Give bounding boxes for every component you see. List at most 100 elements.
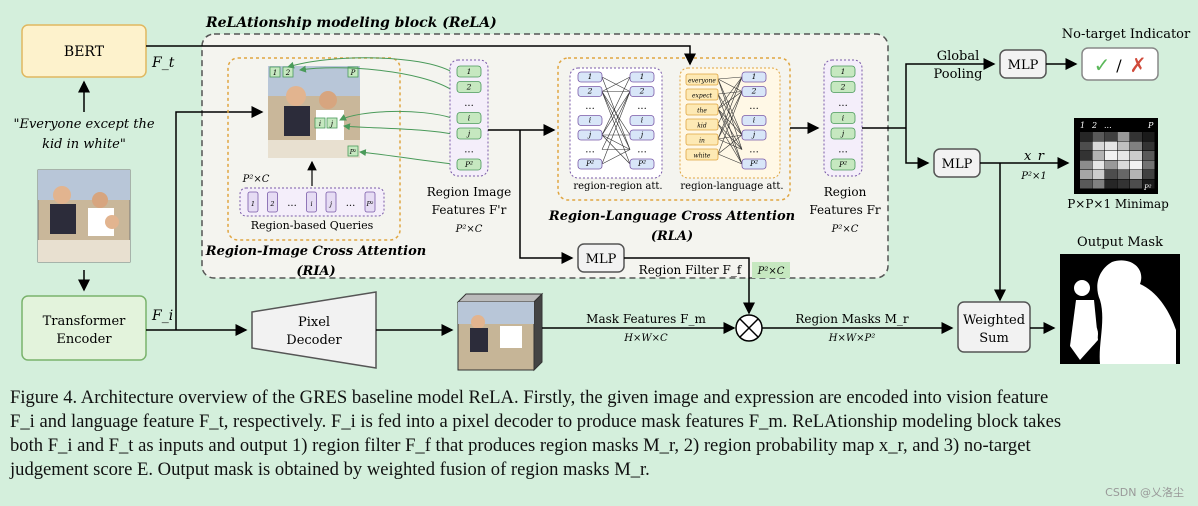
rf-label-1: Region bbox=[824, 185, 867, 199]
rr-right-token bbox=[629, 129, 655, 141]
query-ellipsis: ... bbox=[346, 198, 356, 209]
caption-line-1: Figure 4. Architecture overview of the G… bbox=[10, 387, 1049, 408]
rl-right-token bbox=[741, 158, 767, 170]
rl-right-token bbox=[741, 115, 767, 126]
rl-right-token-label: 1 bbox=[752, 72, 757, 81]
figure-caption: Figure 4. Architecture overview of the G… bbox=[10, 386, 1190, 482]
minimap-cell bbox=[1092, 151, 1105, 160]
rr-right-token bbox=[629, 158, 655, 170]
rr-left-token-label: i bbox=[589, 116, 592, 125]
minimap-cell bbox=[1092, 132, 1105, 141]
svg-text:j: j bbox=[329, 120, 334, 128]
rl-right-token bbox=[741, 71, 767, 83]
rr-right-ellipsis: ... bbox=[637, 145, 647, 156]
xr-label: x_r bbox=[1024, 149, 1045, 164]
rr-right-token-label: i bbox=[641, 116, 644, 125]
minimap-cell bbox=[1080, 160, 1092, 170]
rf-token-label: 2 bbox=[840, 83, 846, 92]
no-target-box bbox=[1081, 47, 1159, 81]
rr-left-token bbox=[577, 129, 603, 141]
attention-arrows bbox=[287, 57, 453, 165]
region-image-features: 12...ij...P² bbox=[456, 65, 482, 171]
rr-left-ellipsis: ... bbox=[585, 145, 595, 156]
region-masks-label: Region Masks M_r bbox=[795, 312, 909, 326]
rla-box bbox=[557, 57, 791, 201]
svg-text:1: 1 bbox=[273, 69, 277, 77]
minimap-cell bbox=[1142, 151, 1155, 160]
no-target-title: No-target Indicator bbox=[1062, 27, 1191, 42]
minimap-cell bbox=[1142, 170, 1155, 179]
svg-text:i: i bbox=[319, 120, 321, 128]
rr-left-token bbox=[577, 115, 603, 126]
watermark: CSDN @乂洛尘 bbox=[1105, 486, 1184, 499]
architecture-diagram: ReLAtionship modeling block (ReLA) BERT … bbox=[13, 15, 1191, 372]
rr-right-token-label: 2 bbox=[639, 87, 645, 96]
query-token-label: 2 bbox=[269, 200, 274, 208]
minimap-cell bbox=[1130, 179, 1142, 189]
query-token bbox=[364, 191, 376, 213]
query-token bbox=[325, 191, 337, 213]
fi-label: F_i bbox=[151, 308, 173, 324]
ria-title-1: Region-Image Cross Attention bbox=[205, 244, 426, 259]
rf-token-label: P² bbox=[838, 160, 847, 169]
minimap-cell bbox=[1105, 141, 1117, 151]
minimap-cell bbox=[1117, 170, 1130, 179]
rl-right-token-label: P² bbox=[749, 159, 758, 168]
minimap-cell bbox=[1130, 141, 1142, 151]
global-pooling-2: Pooling bbox=[934, 67, 983, 82]
minimap-cell bbox=[1117, 160, 1130, 170]
rf-token-label: j bbox=[840, 129, 845, 138]
minimap-cell bbox=[1142, 160, 1155, 170]
rl-right-ellipsis: ... bbox=[749, 101, 759, 112]
rf-ellipsis: ... bbox=[838, 98, 848, 109]
word-token bbox=[685, 88, 719, 101]
rif-token-label: 2 bbox=[466, 83, 472, 92]
output-mask-title: Output Mask bbox=[1077, 235, 1163, 250]
xr-dim: P²×1 bbox=[1020, 171, 1046, 182]
minimap-cell bbox=[1080, 170, 1092, 179]
minimap-cell bbox=[1130, 170, 1142, 179]
svg-text:P: P bbox=[350, 69, 356, 77]
caption-line-3: both F_i and F_t as inputs and output 1)… bbox=[10, 435, 1031, 456]
minimap-cell bbox=[1092, 179, 1105, 189]
mlp-mid-label: MLP bbox=[942, 157, 973, 172]
query-token-label: P² bbox=[366, 200, 374, 208]
mask-feature-cube bbox=[456, 292, 544, 372]
rif-token-label: 1 bbox=[467, 67, 472, 76]
minimap-cell bbox=[1092, 141, 1105, 151]
weighted-sum-label-2: Sum bbox=[979, 331, 1009, 346]
svg-text:...: ... bbox=[1104, 121, 1112, 130]
minimap-cell bbox=[1117, 141, 1130, 151]
rl-right-token bbox=[741, 129, 767, 141]
rr-left-token bbox=[577, 158, 603, 170]
svg-text:P²: P² bbox=[1143, 184, 1152, 192]
rf-token-label: i bbox=[842, 114, 845, 123]
minimap-cell bbox=[1105, 151, 1117, 160]
mask-features-dim: H×W×C bbox=[623, 333, 668, 344]
minimap-cell bbox=[1080, 132, 1092, 141]
minimap-cell bbox=[1092, 160, 1105, 170]
rf-token bbox=[830, 112, 856, 124]
rif-token bbox=[456, 127, 482, 140]
query-token-label: 1 bbox=[251, 200, 255, 208]
rif-token bbox=[456, 158, 482, 171]
rr-right-token-label: 1 bbox=[640, 72, 645, 81]
rf-label-3: P²×C bbox=[831, 224, 859, 235]
queries-dim: P²×C bbox=[242, 174, 270, 185]
rr-right-token bbox=[629, 86, 655, 97]
rf-ellipsis: ... bbox=[838, 145, 848, 156]
word-token-label: expect bbox=[692, 93, 713, 100]
minimap-cell bbox=[1130, 160, 1142, 170]
region-filter-label: Region Filter F_f bbox=[639, 263, 743, 277]
rif-token-label: P² bbox=[464, 160, 473, 169]
query-token bbox=[306, 191, 317, 213]
region-masks-dim: H×W×P² bbox=[828, 333, 876, 344]
rl-right-token-label: 2 bbox=[751, 87, 757, 96]
rl-right-token bbox=[741, 86, 767, 97]
rela-block-title: ReLAtionship modeling block (ReLA) bbox=[205, 15, 497, 31]
minimap-cell bbox=[1130, 132, 1142, 141]
input-image bbox=[37, 169, 131, 263]
ft-label: F_t bbox=[151, 55, 175, 71]
rl-right-token-label: j bbox=[751, 130, 756, 139]
bert-box bbox=[21, 24, 147, 78]
